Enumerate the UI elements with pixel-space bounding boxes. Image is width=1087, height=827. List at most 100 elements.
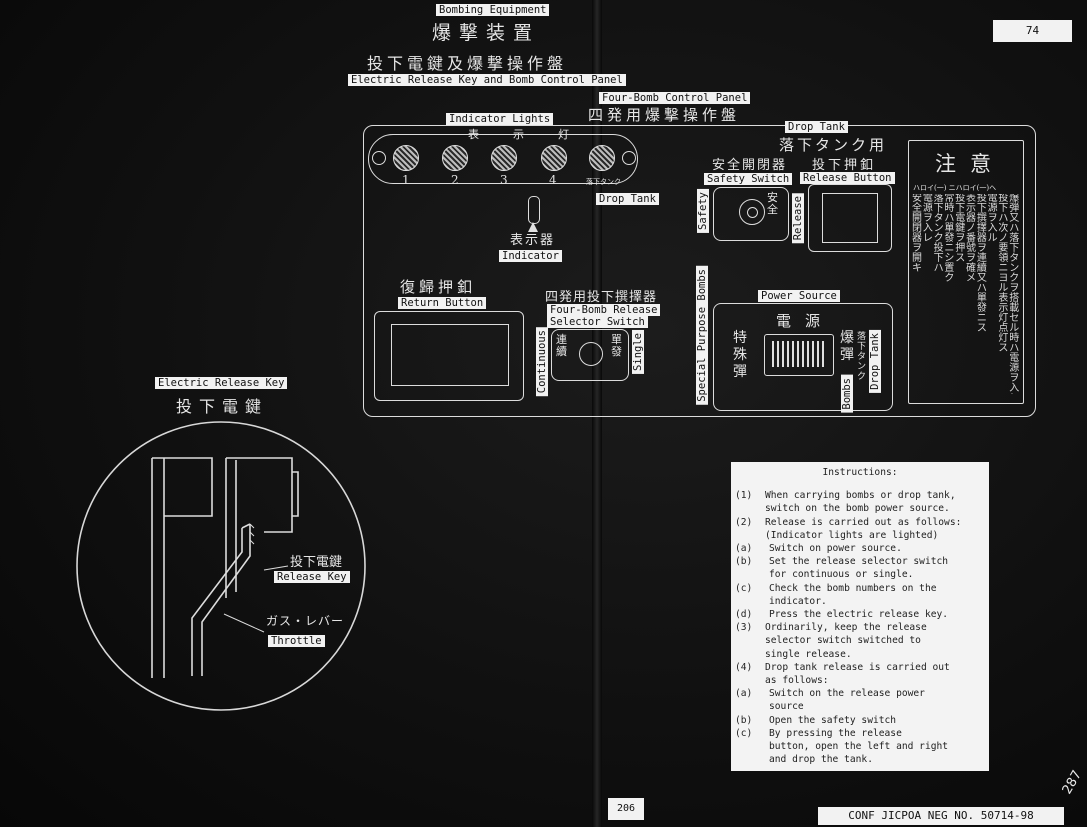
instruction-text: Open the safety switch — [769, 714, 897, 726]
four-bomb-panel-jp: 四発用爆撃操作盤 — [588, 106, 741, 124]
instruction-item: (c)By pressing the release button, open … — [735, 727, 985, 767]
instruction-marker: (c) — [735, 582, 753, 594]
instructions-box: Instructions: (1)When carrying bombs or … — [731, 462, 989, 771]
drop-tank-header-en: Drop Tank — [785, 121, 848, 133]
drop-tank-header-jp: 落下タンク用 — [779, 136, 888, 154]
lamp-number-3: 3 — [500, 173, 508, 187]
selector-switch-plate — [551, 329, 629, 381]
screw-right — [622, 151, 636, 165]
instruction-marker: (4) — [735, 661, 753, 673]
release-button-face — [822, 193, 878, 243]
safety-switch-plate — [713, 187, 789, 241]
instruction-item: (2)Release is carried out as follows: (I… — [735, 516, 985, 542]
page-fold — [592, 0, 602, 827]
title-en: Bombing Equipment — [436, 4, 550, 16]
safety-switch-knob[interactable] — [739, 199, 765, 225]
release-key-body — [225, 457, 299, 598]
release-en: Release — [792, 193, 804, 244]
instruction-marker: (b) — [735, 714, 753, 726]
selector-switch-knob[interactable] — [579, 342, 603, 366]
selector-switch-jp: 四発用投下撰擇器 — [545, 290, 658, 305]
safety-switch-knob-inner — [747, 207, 758, 218]
footer-negative-number: CONF JICPOA NEG NO. 50714-98 — [818, 807, 1064, 825]
instruction-text: Press the electric release key. — [769, 609, 949, 621]
continuous-en: Continuous — [536, 327, 548, 397]
instruction-item: (b) Set the release selector switch for c… — [735, 555, 985, 581]
release-key-title-jp: 投下電鍵 — [176, 397, 269, 416]
caution-column: 常時ハ單發ニシ置ク — [944, 194, 955, 284]
release-key-lever — [191, 523, 251, 676]
continuous-jp: 連續 — [556, 333, 567, 358]
indicator-lamp-1 — [393, 145, 419, 171]
instructions-list: (1) When carrying bombs or drop tank, swi… — [735, 489, 985, 766]
power-source-panel — [713, 303, 893, 411]
release-button-en: Release Button — [800, 172, 895, 184]
subtitle-jp: 投下電鍵及爆撃操作盤 — [367, 54, 568, 73]
release-key-en: Release Key — [274, 571, 350, 583]
drop-tank-switch-jp: 落下タンク — [857, 332, 867, 382]
instruction-text: Ordinarily, keep the release selector sw… — [765, 622, 927, 660]
instruction-marker: (b) — [735, 556, 753, 568]
instruction-item: (b) Open the safety switch — [735, 714, 985, 727]
instruction-text: Release is carried out as follows: (Indi… — [765, 516, 962, 541]
instruction-item: (3) Ordinarily, keep the release selector… — [735, 621, 985, 661]
power-source-switch[interactable] — [764, 334, 834, 376]
return-button-face — [391, 324, 509, 386]
throttle-jp: ガス・レバー — [266, 614, 345, 628]
bombs-en: Bombs — [841, 375, 853, 413]
instruction-marker: (3) — [735, 622, 753, 634]
instruction-text: Drop tank release is carried out as foll… — [765, 661, 950, 687]
release-button[interactable] — [808, 184, 892, 252]
indicator-jp: 表示器 — [510, 233, 556, 248]
caution-header: ハロイ(一) ニハロイ(一)ヘ — [913, 184, 997, 192]
return-button-en: Return Button — [398, 297, 487, 309]
indicator-lamp-4 — [541, 145, 567, 171]
four-bomb-panel-en: Four-Bomb Control Panel — [599, 92, 751, 104]
release-key-jp: 投下電鍵 — [290, 555, 343, 570]
caution-text: 爆弾又ハ落下タンクヲ搭載セル時ハ電源ヲ入レ 投下ハ次ノ要領ニヨル表示灯点灯ス 電… — [912, 194, 1020, 394]
title-jp: 爆撃装置 — [432, 22, 541, 44]
caution-column: 爆弾又ハ落下タンクヲ搭載セル時ハ電源ヲ入レ — [1009, 194, 1020, 394]
instruction-marker: (c) — [735, 727, 753, 739]
instruction-text: When carrying bombs or drop tank, switch… — [765, 490, 956, 515]
page-number: 74 — [993, 20, 1072, 42]
caution-column: 投下電鍵ヲ押ス — [955, 194, 966, 264]
release-button-jp: 投下押釦 — [812, 158, 877, 173]
caution-column: 投下撰擇器ヲ連續又ハ單發ニス — [976, 194, 987, 334]
power-source-en: Power Source — [758, 290, 840, 302]
indicator-lamp-2 — [442, 145, 468, 171]
indicator-lamp-drop-tank — [589, 145, 615, 171]
instruction-item: (a)Switch on the release power source — [735, 687, 985, 713]
instruction-marker: (1) — [735, 490, 753, 502]
throttle-en: Throttle — [268, 635, 325, 647]
return-button-jp: 復歸押釦 — [400, 278, 477, 296]
throttle-pointer — [223, 613, 265, 633]
selector-switch-en-2: Selector Switch — [547, 316, 648, 328]
caution-column: 落下タンク投下ハ — [933, 194, 944, 274]
caution-column: 表示器ノ番號ヲ確メ — [966, 194, 977, 284]
single-en: Single — [632, 330, 644, 374]
indicator-lights-en: Indicator Lights — [446, 113, 554, 125]
instruction-item: (d)Press the electric release key. — [735, 608, 985, 621]
indicator-lights-housing — [368, 134, 638, 184]
lamp-number-2: 2 — [451, 173, 459, 187]
instruction-text: Switch on the release power source — [769, 688, 925, 713]
instruction-text: Check the bomb numbers on the indicator. — [769, 582, 937, 607]
power-source-jp: 電源 — [776, 312, 835, 330]
caution-column: 電源ヲ入レ — [922, 194, 933, 244]
caution-column: 安全開閉器ヲ開キ — [912, 194, 923, 274]
instruction-text: Set the release selector switch for cont… — [769, 556, 949, 581]
instruction-item: (1) When carrying bombs or drop tank, swi… — [735, 489, 985, 515]
indicator-en: Indicator — [499, 250, 562, 262]
caution-column: 投下ハ次ノ要領ニヨル表示灯点灯ス — [998, 194, 1009, 354]
release-key-pointer — [263, 565, 289, 571]
special-bombs-en: Special Purpose Bombs — [696, 266, 708, 405]
footer-page-number: 206 — [608, 798, 644, 820]
key-diagram-circle — [76, 421, 366, 711]
lamp-number-4: 4 — [549, 173, 557, 187]
instruction-text: Switch on power source. — [769, 543, 902, 555]
return-button[interactable] — [374, 311, 524, 401]
instruction-marker: (a) — [735, 543, 753, 555]
single-jp: 單發 — [611, 333, 622, 358]
safety-switch-en: Safety Switch — [704, 173, 793, 185]
